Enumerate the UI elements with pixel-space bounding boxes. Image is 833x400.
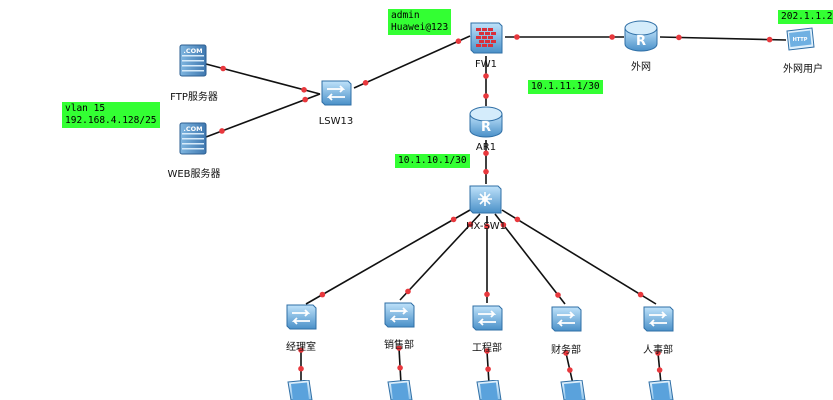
port-dot [302, 96, 308, 103]
finance-switch-icon[interactable] [548, 302, 584, 334]
link-lsw13-fw1 [353, 35, 471, 89]
pc-icon[interactable] [558, 380, 588, 400]
sales-switch-icon[interactable] [381, 298, 417, 330]
engineering-switch-icon[interactable] [469, 301, 505, 333]
manager-office-label: 经理室 [286, 342, 316, 353]
svg-text:R: R [481, 120, 491, 135]
engineering-label: 工程部 [472, 343, 502, 354]
port-dot [483, 93, 489, 99]
web-server-badge: .COM [183, 125, 202, 133]
hr-switch-icon[interactable] [640, 302, 676, 334]
ar1-label: AR1 [475, 142, 497, 153]
port-dot [397, 365, 403, 371]
web-server-icon[interactable]: .COM [178, 122, 210, 156]
fw1-firewall-icon[interactable] [467, 18, 505, 56]
svg-text:R: R [636, 34, 646, 49]
port-dot [298, 365, 304, 372]
link-web-lsw13 [205, 93, 321, 138]
port-dot [319, 291, 326, 298]
internet-user-badge: HTTP [793, 37, 808, 43]
port-dot [483, 73, 489, 79]
port-dot [455, 38, 462, 44]
ar-core-link-ip-note: 10.1.10.1/30 [395, 154, 470, 168]
link-hx-sw1-finance [494, 213, 566, 305]
port-dot [396, 345, 402, 351]
fw-ar-link-ip-note: 10.1.11.1/30 [528, 80, 603, 94]
link-hx-sw1-hr [501, 209, 657, 305]
port-dot [485, 366, 491, 372]
port-dot [450, 216, 457, 223]
port-dot [637, 291, 644, 298]
port-dot [405, 288, 411, 295]
ftp-server-icon[interactable]: .COM [178, 44, 210, 78]
pc-icon[interactable] [285, 380, 315, 400]
port-dot [514, 216, 521, 223]
port-dot [609, 34, 615, 40]
fw-credentials-note: admin Huawei@123 [388, 9, 452, 35]
port-dot [219, 128, 225, 134]
port-dot [655, 350, 661, 356]
ftp-server-label: FTP服务器 [170, 92, 218, 103]
port-dot [484, 223, 490, 230]
pc-icon[interactable] [474, 380, 504, 400]
link-hx-sw1-manager [305, 209, 471, 305]
port-dot [483, 168, 489, 175]
port-dot [467, 221, 474, 228]
port-dot [301, 87, 307, 93]
port-dot [563, 350, 569, 356]
port-dot [567, 367, 573, 373]
internet-user-label: 外网用户 [783, 64, 823, 75]
internet-user-ip-note: 202.1.1.2 [778, 10, 833, 24]
manager-office-switch-icon[interactable] [283, 300, 319, 332]
port-dot [483, 150, 489, 156]
port-dot [514, 34, 520, 40]
port-dot [220, 65, 226, 72]
pc-icon[interactable] [385, 380, 415, 400]
hx-sw1-core-switch-icon[interactable] [466, 182, 504, 216]
port-dot [484, 348, 490, 354]
lsw13-switch-icon[interactable] [318, 76, 354, 108]
sales-label: 销售部 [384, 340, 414, 351]
lsw13-label: LSW13 [318, 116, 354, 127]
port-dot [656, 367, 663, 373]
port-dot [298, 347, 304, 353]
port-dot [766, 36, 773, 43]
hr-label: 人事部 [643, 345, 673, 356]
port-dot [555, 292, 561, 298]
port-dot [362, 80, 369, 86]
port-dot [484, 291, 490, 298]
port-dot [500, 222, 507, 228]
ar1-router-icon[interactable]: R [467, 104, 505, 140]
port-dots [219, 34, 773, 373]
link-hx-sw1-sales [399, 213, 481, 301]
internet-router-label: 外网 [631, 62, 651, 73]
hx-sw1-label: HX-SW1 [465, 221, 507, 232]
ftp-server-badge: .COM [183, 47, 202, 55]
fw1-label: FW1 [474, 59, 498, 70]
internet-user-icon[interactable]: HTTP [784, 25, 816, 53]
vlan15-note: vlan 15 192.168.4.128/25 [62, 102, 160, 128]
web-server-label: WEB服务器 [167, 169, 221, 180]
pc-icon[interactable] [646, 380, 676, 400]
internet-router-icon[interactable]: R [622, 18, 660, 54]
port-dot [676, 34, 682, 41]
finance-label: 财务部 [551, 345, 581, 356]
